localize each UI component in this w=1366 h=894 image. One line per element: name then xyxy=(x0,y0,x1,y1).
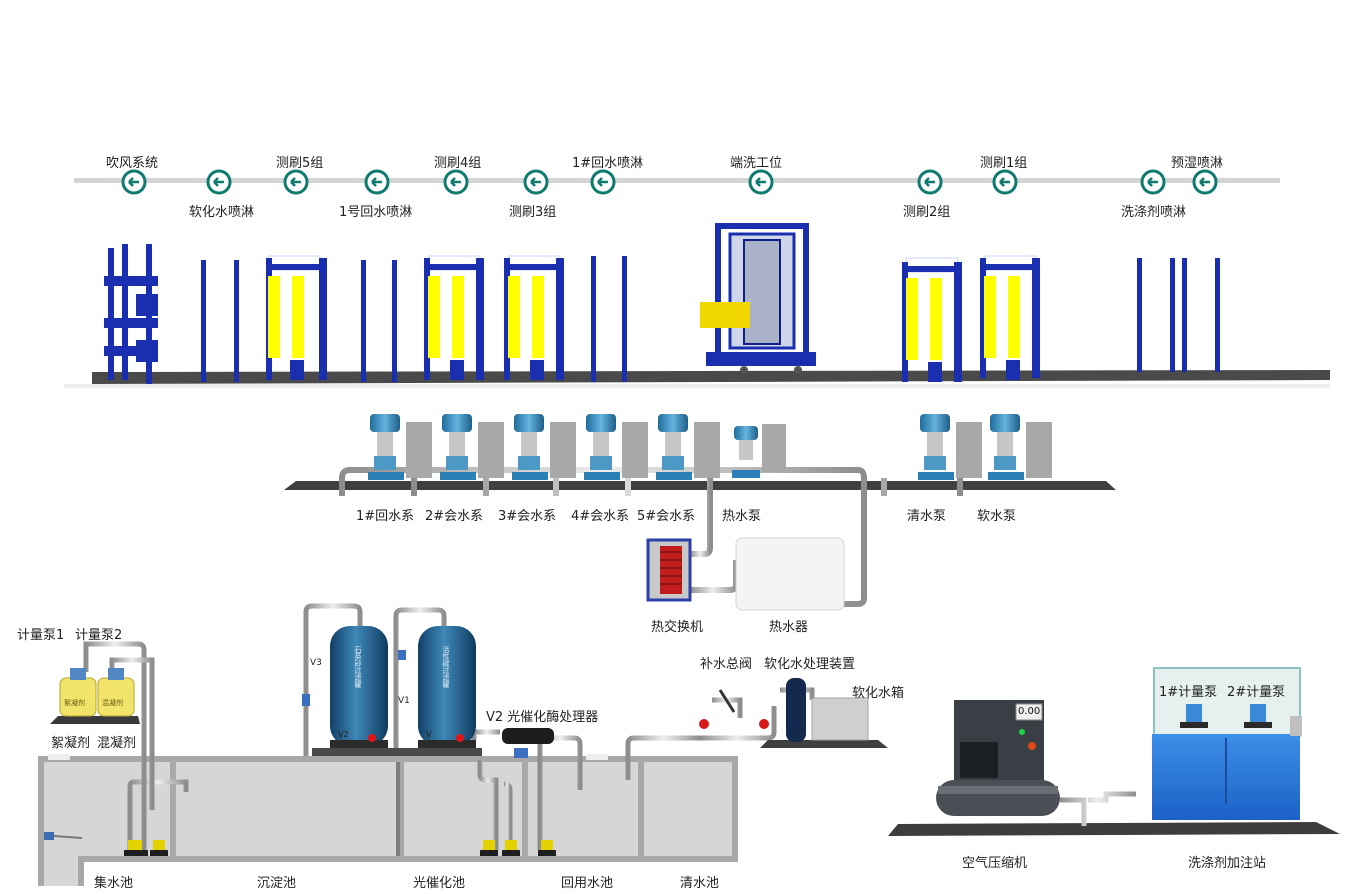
flocculant-caption: 絮凝剂 xyxy=(51,732,90,751)
station-label-pre-wet: 预湿喷淋 xyxy=(1171,152,1223,171)
station-label-brush-4: 测刷4组 xyxy=(434,152,481,171)
dosing-pump-2-label: 计量泵2 xyxy=(75,624,122,643)
valve-v1-label: V1 xyxy=(398,696,410,706)
heat-exchanger-label: 热交换机 xyxy=(651,616,703,635)
valve-v-small-label: V xyxy=(426,730,431,739)
pump-label: 1#回水系 xyxy=(356,505,414,524)
basin-label-photocatalytic: 光催化池 xyxy=(413,872,465,891)
pump-label: 软水泵 xyxy=(977,505,1016,524)
detergent-pump-2-label: 2#计量泵 xyxy=(1227,681,1285,700)
pump-label: 清水泵 xyxy=(907,505,946,524)
detergent-station-label: 洗涤剂加注站 xyxy=(1188,852,1266,871)
station-label-brush-1: 测刷1组 xyxy=(980,152,1027,171)
detergent-pump-1-label: 1#计量泵 xyxy=(1159,681,1217,700)
station-label-brush-3: 测刷3组 xyxy=(509,201,556,220)
valve-v3-label: V3 xyxy=(310,658,322,668)
station-label-return-spray-no1: 1号回水喷淋 xyxy=(339,201,412,220)
coagulant-tank-text: 混凝剂 xyxy=(102,698,123,708)
station-label-blower: 吹风系统 xyxy=(106,152,158,171)
compressor-display: 0.00 xyxy=(1018,706,1040,717)
conveyor-track xyxy=(74,178,1280,183)
station-label-detergent-spray: 洗涤剂喷淋 xyxy=(1121,201,1186,220)
carbon-filter-tank-text: 活性碳过滤罐 xyxy=(441,646,451,688)
photocatalytic-label: V2 光催化酶处理器 xyxy=(486,706,598,725)
valve-v2-small-label: V2 xyxy=(338,730,349,739)
heat-section xyxy=(648,538,844,610)
basin-label-reuse: 回用水池 xyxy=(561,872,613,891)
station-label-soft-water-spray: 软化水喷淋 xyxy=(189,201,254,220)
station-label-return-spray-1: 1#回水喷淋 xyxy=(572,152,643,171)
pump-label: 2#会水系 xyxy=(425,505,483,524)
station-label-end-wash: 端洗工位 xyxy=(730,152,782,171)
dosing-pump-1-label: 计量泵1 xyxy=(17,624,64,643)
station-label-brush-2: 测刷2组 xyxy=(903,201,950,220)
station-label-brush-5: 测刷5组 xyxy=(276,152,323,171)
softener-device-label: 软化水处理装置 xyxy=(764,653,855,672)
sand-filter-tank-text: 石英砂过滤罐 xyxy=(353,646,363,688)
pump-label: 5#会水系 xyxy=(637,505,695,524)
pump-label: 热水泵 xyxy=(722,505,761,524)
water-treatment xyxy=(38,606,888,886)
wash-line xyxy=(64,226,1330,388)
soft-water-tank-label: 软化水箱 xyxy=(852,682,904,701)
basin-label-sedimentation: 沉淀池 xyxy=(257,872,296,891)
compressor-label: 空气压缩机 xyxy=(962,852,1027,871)
water-heater-label: 热水器 xyxy=(769,616,808,635)
flocculant-tank-text: 絮凝剂 xyxy=(64,698,85,708)
coagulant-caption: 混凝剂 xyxy=(97,732,136,751)
basin-label-clean: 清水池 xyxy=(680,872,719,891)
basin-label-collection: 集水池 xyxy=(94,872,133,891)
makeup-valve-label: 补水总阀 xyxy=(700,653,752,672)
pump-label: 4#会水系 xyxy=(571,505,629,524)
pump-label: 3#会水系 xyxy=(498,505,556,524)
